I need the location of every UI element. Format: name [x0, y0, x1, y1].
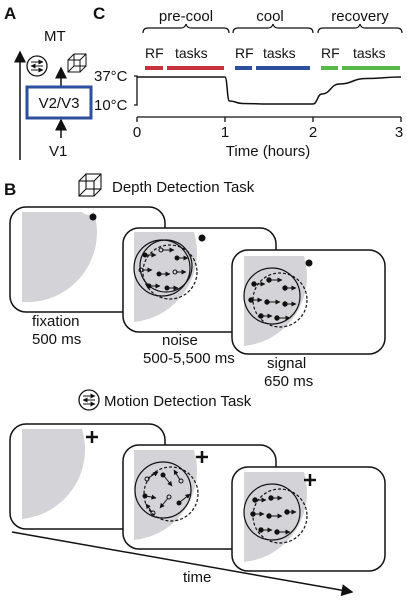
v2-v3-box — [25, 85, 93, 120]
depth-task-title: Depth Detection Task — [112, 179, 255, 196]
signal-time-label: 650 ms — [264, 373, 313, 390]
cool-tasks-label: tasks — [263, 45, 296, 61]
motion-signal-screen — [231, 466, 386, 572]
ytick-37c: 37°C — [94, 68, 128, 85]
time-x-axis — [136, 116, 402, 122]
fixation-label: fixation — [32, 313, 80, 330]
phase-braces — [142, 23, 403, 34]
signal-dots — [248, 277, 297, 321]
xtick-2: 2 — [309, 124, 317, 141]
ytick-10c: 10°C — [94, 97, 128, 114]
signal-fixation-dot-icon — [305, 259, 313, 267]
motion-task-icon — [78, 389, 100, 411]
area-mt-label: MT — [44, 28, 66, 45]
precool-tasks-label: tasks — [175, 45, 208, 61]
temperature-curve — [136, 76, 402, 105]
depth-cube-icon — [67, 53, 87, 73]
precool-rf-label: RF — [145, 45, 164, 61]
panel-c-label: C — [93, 4, 105, 23]
time-arrow — [11, 531, 354, 597]
fixation-cross-icon — [86, 431, 98, 443]
noise-fixation-cross-icon — [196, 451, 208, 463]
motion-task-title: Motion Detection Task — [104, 393, 252, 410]
xtick-1: 1 — [221, 124, 229, 141]
motion-stimulus-icon — [26, 55, 48, 77]
xtick-3: 3 — [395, 124, 403, 141]
temperature-y-axis — [134, 75, 138, 106]
phase-cool-label: cool — [256, 8, 284, 25]
fixation-time-label: 500 ms — [32, 331, 81, 348]
depth-signal-screen — [231, 249, 386, 355]
time-label: time — [183, 569, 211, 586]
noise-label: noise — [162, 332, 198, 349]
panel-b-label: B — [4, 180, 16, 199]
panel-a-label: A — [4, 4, 16, 23]
noise-time-label: 500-5,500 ms — [143, 350, 235, 367]
recovery-tasks-label: tasks — [353, 45, 386, 61]
area-v1-label: V1 — [49, 143, 67, 160]
panel-a-pathway — [14, 50, 67, 160]
noise-fixation-dot-icon — [198, 234, 206, 242]
recovery-rf-label: RF — [321, 45, 340, 61]
x-axis-label: Time (hours) — [226, 143, 310, 160]
signal-fixation-cross-icon — [304, 474, 316, 486]
cool-rf-label: RF — [235, 45, 254, 61]
depth-task-cube-icon — [78, 173, 102, 197]
phase-precool-label: pre-cool — [159, 8, 213, 25]
phase-recovery-label: recovery — [331, 8, 389, 25]
area-v2v3-label: V2/V3 — [39, 95, 80, 112]
xtick-0: 0 — [133, 124, 141, 141]
fixation-dot-icon — [89, 213, 97, 221]
noise-dots — [138, 247, 189, 291]
signal-label: signal — [267, 355, 306, 372]
